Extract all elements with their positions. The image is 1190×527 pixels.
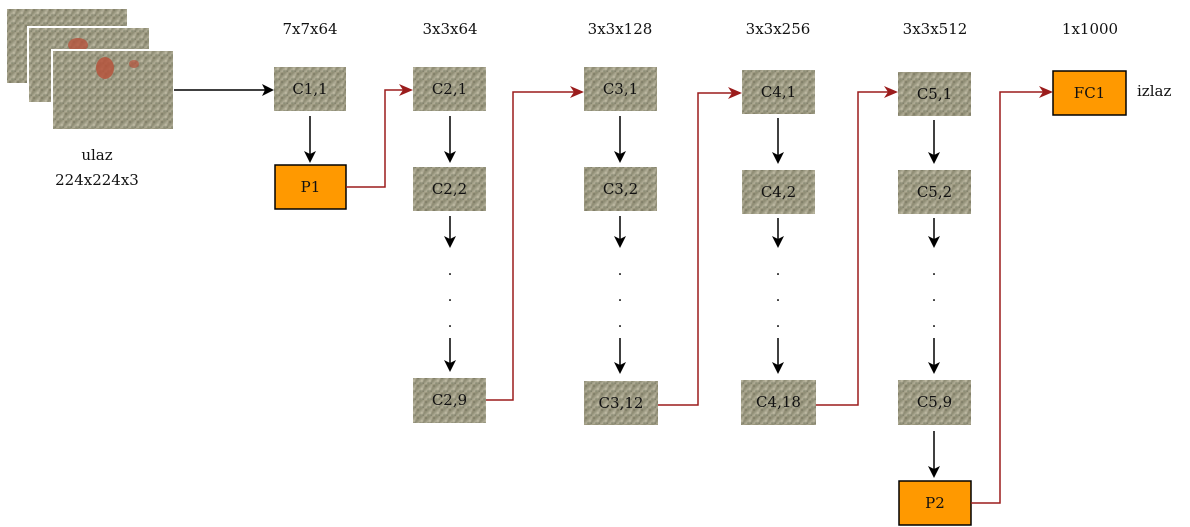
input-image-layer: [96, 57, 114, 79]
ellipsis-dot: .: [448, 287, 453, 305]
column-header: 1x1000: [1062, 20, 1118, 38]
input-size-label: 224x224x3: [55, 171, 139, 189]
input-image-layer: [51, 49, 175, 131]
conv-block: [584, 67, 657, 111]
column-header: 3x3x256: [746, 20, 811, 38]
ellipsis-dot: .: [448, 313, 453, 331]
input-label: ulaz: [81, 146, 112, 164]
conv-block: [742, 170, 815, 214]
fc-block-label: FC1: [1074, 84, 1105, 102]
ellipsis-dot: .: [776, 261, 781, 279]
conv-block: [274, 67, 346, 111]
ellipsis-dot: .: [932, 313, 937, 331]
conv-block: [898, 380, 971, 425]
conv-block: [413, 67, 486, 111]
pool-block: [898, 480, 972, 526]
conv-block-label: C3,1: [603, 80, 638, 98]
flow-arrow: [346, 84, 413, 188]
conv-block: [898, 170, 971, 214]
conv-block: [584, 167, 657, 211]
column-header: 3x3x64: [422, 20, 477, 38]
conv-block-label: C4,1: [761, 83, 796, 101]
conv-block-label: C2,9: [432, 391, 467, 409]
column-header: 3x3x128: [588, 20, 653, 38]
flow-arrow: [658, 87, 742, 406]
conv-block: [898, 72, 971, 116]
conv-block-label: C3,12: [599, 394, 644, 412]
ellipsis-dot: .: [448, 261, 453, 279]
conv-block: [742, 70, 815, 114]
conv-block: [584, 381, 658, 425]
column-header: 7x7x64: [282, 20, 337, 38]
ellipsis-dot: .: [618, 261, 623, 279]
conv-block-label: C1,1: [292, 80, 327, 98]
conv-block: [413, 167, 486, 211]
column-header: 3x3x512: [903, 20, 968, 38]
conv-block-label: C3,2: [603, 180, 638, 198]
input-image-layer: [68, 38, 88, 52]
pool-block-label: P1: [301, 178, 321, 196]
ellipsis-dot: .: [776, 313, 781, 331]
conv-block: [413, 378, 486, 423]
conv-block-label: C5,9: [917, 393, 952, 411]
ellipsis-dot: .: [618, 287, 623, 305]
ellipsis-dot: .: [776, 287, 781, 305]
fc-block: [1052, 70, 1127, 116]
pool-block: [274, 164, 347, 210]
ellipsis-dot: .: [618, 313, 623, 331]
conv-block-label: C4,18: [756, 393, 801, 411]
ellipsis-dot: .: [932, 261, 937, 279]
flow-arrow: [816, 86, 898, 406]
conv-block-label: C4,2: [761, 183, 796, 201]
conv-block-label: C2,1: [432, 80, 467, 98]
conv-block-label: C2,2: [432, 180, 467, 198]
ellipsis-dot: .: [932, 287, 937, 305]
output-label: izlaz: [1137, 82, 1171, 100]
input-image-layer: [129, 60, 139, 68]
input-image-stack: [5, 7, 175, 131]
flow-arrow: [971, 86, 1053, 504]
conv-block-label: C5,1: [917, 85, 952, 103]
conv-block-label: C5,2: [917, 183, 952, 201]
flow-arrow: [486, 86, 584, 401]
pool-block-label: P2: [925, 494, 945, 512]
conv-block: [741, 380, 816, 425]
